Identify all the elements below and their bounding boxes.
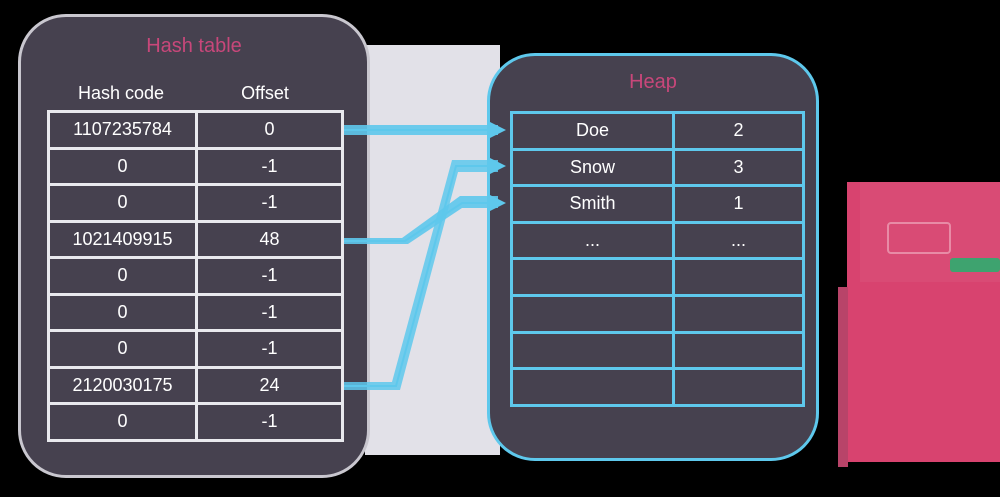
- hash-code-cell: 1107235784: [47, 110, 198, 150]
- offset-cell: 48: [195, 219, 344, 259]
- heap-value-cell: [672, 330, 805, 371]
- offset-cell: -1: [195, 146, 344, 186]
- hash-table-row: 0-1: [47, 292, 344, 332]
- hash-table-row: 0-1: [47, 256, 344, 296]
- heap-row: [510, 330, 805, 371]
- hash-code-cell: 2120030175: [47, 365, 198, 405]
- arrow-row-3-to-smith: [344, 195, 506, 244]
- hash-code-cell: 0: [47, 256, 198, 296]
- dark-accent-bar: [838, 287, 848, 467]
- heap-name-cell: [510, 330, 675, 371]
- heap-name-cell: [510, 257, 675, 297]
- hash-code-cell: 0: [47, 146, 198, 186]
- hash-code-cell: 1021409915: [47, 219, 198, 259]
- heap-name-cell: Smith: [510, 184, 675, 224]
- heap-value-cell: 1: [672, 184, 805, 224]
- hash-table-row: 0-1: [47, 402, 344, 442]
- heap-value-cell: ...: [672, 220, 805, 261]
- hash-table-row: 0-1: [47, 183, 344, 223]
- offset-cell: -1: [195, 402, 344, 442]
- heap-value-cell: 2: [672, 111, 805, 151]
- green-accent-bar: [950, 258, 1000, 272]
- hash-code-cell: 0: [47, 402, 198, 442]
- hash-code-cell: 0: [47, 183, 198, 223]
- heap-row: [510, 293, 805, 334]
- heap-name-cell: Snow: [510, 147, 675, 188]
- offset-cell: -1: [195, 292, 344, 332]
- heap-row: ......: [510, 220, 805, 261]
- heap-value-cell: [672, 367, 805, 407]
- heap-name-cell: Doe: [510, 111, 675, 151]
- heap-name-cell: [510, 293, 675, 334]
- offset-cell: 24: [195, 365, 344, 405]
- hash-code-cell: 0: [47, 292, 198, 332]
- offset-cell: 0: [195, 110, 344, 150]
- heap-title: Heap: [629, 71, 677, 93]
- hash-table-row: 0-1: [47, 329, 344, 369]
- heap-value-cell: [672, 293, 805, 334]
- heap-name-cell: ...: [510, 220, 675, 261]
- heap-row: [510, 367, 805, 407]
- heap-value-cell: [672, 257, 805, 297]
- offset-cell: -1: [195, 256, 344, 296]
- heap-row: [510, 257, 805, 297]
- hash-table-row: 0-1: [47, 146, 344, 186]
- offset-cell: -1: [195, 329, 344, 369]
- offset-header: Offset: [241, 83, 289, 103]
- arrow-row-7-to-snow: [344, 158, 506, 390]
- offset-cell: -1: [195, 183, 344, 223]
- hash-code-header: Hash code: [77, 83, 165, 103]
- hash-table-title: Hash table: [146, 35, 242, 57]
- hash-code-cell: 0: [47, 329, 198, 369]
- heap-value-cell: 3: [672, 147, 805, 188]
- pink-accent-glyph: [887, 222, 951, 254]
- heap-name-cell: [510, 367, 675, 407]
